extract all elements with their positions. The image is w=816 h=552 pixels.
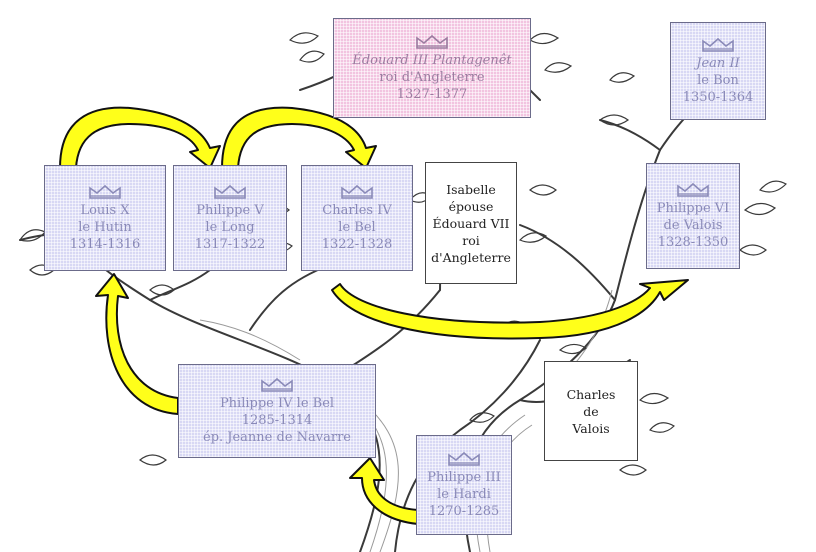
philippe-iv-dates: 1285-1314 xyxy=(241,412,313,428)
edouard-iii-name-italic: Édouard III xyxy=(352,52,429,68)
box-isabelle: Isabelle épouse Édouard VII roi d'Anglet… xyxy=(425,162,517,284)
philippe-iii-dates: 1270-1285 xyxy=(428,503,500,519)
leaf-icon xyxy=(639,392,670,405)
isabelle-line1: Isabelle xyxy=(446,181,496,197)
louis-x-name: Louis X xyxy=(80,202,130,218)
leaf-icon xyxy=(619,464,647,476)
edouard-iii-dates: 1327-1377 xyxy=(396,86,468,102)
philippe-v-dates: 1317-1322 xyxy=(194,236,266,252)
isabelle-line4: roi xyxy=(462,232,480,248)
edouard-iii-title: roi d'Angleterre xyxy=(379,69,485,85)
crown-icon xyxy=(89,184,121,199)
philippe-iv-name: Philippe IV le Bel xyxy=(219,395,335,411)
succession-arrows xyxy=(59,106,689,525)
crown-icon xyxy=(261,377,293,392)
edouard-iii-name: Édouard III Plantagenêt xyxy=(352,52,511,69)
box-edouard-iii: Édouard III Plantagenêt roi d'Angleterre… xyxy=(333,18,531,118)
leaf-icon xyxy=(759,180,787,193)
box-jean-ii: Jean II le Bon 1350-1364 xyxy=(670,22,766,120)
charles-valois-line3: Valois xyxy=(572,420,610,436)
box-charles-iv: Charles IV le Bel 1322-1328 xyxy=(301,165,413,271)
charles-iv-dates: 1322-1328 xyxy=(321,236,393,252)
box-philippe-iii: Philippe III le Hardi 1270-1285 xyxy=(416,435,512,535)
leaf-icon xyxy=(288,32,320,44)
philippe-v-name: Philippe V xyxy=(196,202,264,218)
isabelle-line2: épouse xyxy=(448,198,494,214)
leaf-icon xyxy=(299,50,325,63)
crown-icon xyxy=(677,182,709,197)
leaf-icon xyxy=(529,32,560,45)
leaf-icon xyxy=(739,244,767,256)
crown-icon xyxy=(341,184,373,199)
crown-icon xyxy=(448,451,480,466)
jean-ii-dates: 1350-1364 xyxy=(682,89,754,105)
leaf-icon xyxy=(649,422,675,433)
jean-ii-name: Jean II xyxy=(696,55,740,71)
charles-valois-line1: Charles xyxy=(566,386,616,402)
philippe-iii-epithet: le Hardi xyxy=(437,486,491,502)
charles-iv-epithet: le Bel xyxy=(338,219,376,235)
box-philippe-v: Philippe V le Long 1317-1322 xyxy=(173,165,287,271)
arrow-philippe-v-to-charles-iv xyxy=(221,106,377,169)
isabelle-line3: Édouard VII xyxy=(432,215,510,231)
leaf-icon xyxy=(139,454,167,466)
arrow-charles-iv-to-philippe-vi xyxy=(331,279,689,340)
leaf-icon xyxy=(743,202,777,216)
louis-x-dates: 1314-1316 xyxy=(69,236,141,252)
box-louis-x: Louis X le Hutin 1314-1316 xyxy=(44,165,166,271)
leaf-icon xyxy=(544,62,573,73)
box-philippe-iv: Philippe IV le Bel 1285-1314 ép. Jeanne … xyxy=(178,364,376,458)
edouard-iii-name-rest: Plantagenêt xyxy=(428,52,512,68)
charles-valois-line2: de xyxy=(583,403,599,419)
box-philippe-vi: Philippe VI de Valois 1328-1350 xyxy=(646,163,740,269)
leaf-icon xyxy=(558,343,588,355)
philippe-iii-name: Philippe III xyxy=(427,469,501,485)
crown-icon xyxy=(416,34,448,49)
leaf-icon xyxy=(469,412,495,423)
jean-ii-epithet: le Bon xyxy=(697,72,739,88)
arrow-louis-to-philippe-v xyxy=(59,106,221,169)
crown-icon xyxy=(214,184,246,199)
philippe-iv-spouse: ép. Jeanne de Navarre xyxy=(203,429,351,445)
philippe-vi-epithet: de Valois xyxy=(663,217,723,233)
philippe-vi-dates: 1328-1350 xyxy=(657,234,729,250)
arrow-philippe-iii-to-philippe-iv xyxy=(349,457,419,525)
leaf-icon xyxy=(518,232,548,243)
louis-x-epithet: le Hutin xyxy=(78,219,132,235)
philippe-vi-name: Philippe VI xyxy=(656,200,730,216)
leaf-icon xyxy=(529,184,557,196)
isabelle-line5: d'Angleterre xyxy=(431,249,511,265)
philippe-v-epithet: le Long xyxy=(205,219,255,235)
leaf-icon xyxy=(149,284,175,296)
leaf-icon xyxy=(609,72,636,83)
box-charles-valois: Charles de Valois xyxy=(544,361,638,461)
charles-iv-name: Charles IV xyxy=(322,202,392,218)
arrow-philippe-iv-to-louis-x xyxy=(95,273,179,415)
crown-icon xyxy=(702,37,734,52)
leaf-icon xyxy=(598,114,630,126)
